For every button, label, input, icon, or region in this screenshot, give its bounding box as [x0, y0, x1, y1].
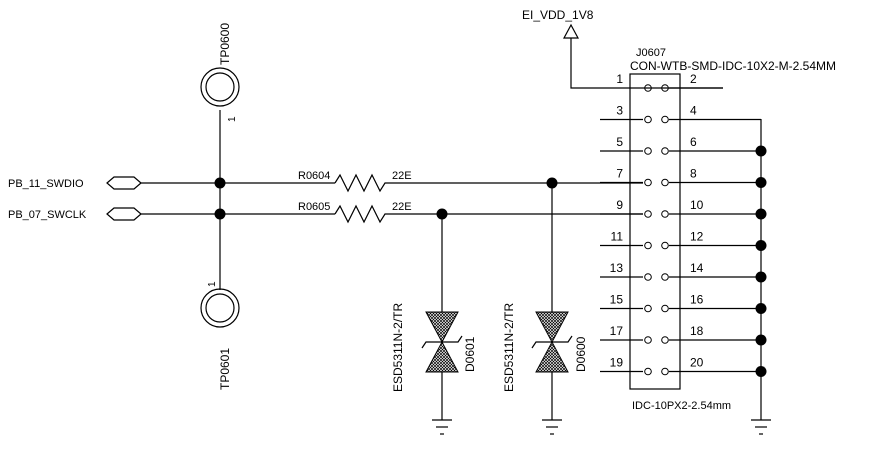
- pin-number-right: 6: [690, 135, 697, 149]
- pin-contact-left: [644, 336, 652, 344]
- pin-contact-right: [661, 304, 669, 313]
- pin-number-left: 17: [610, 324, 624, 338]
- resistor-r0605: R0605 22E: [298, 201, 412, 224]
- resistor-r0604: R0604 22E: [298, 170, 412, 193]
- connector-ref: J0607: [636, 47, 666, 59]
- resistor-value: 22E: [392, 170, 412, 182]
- power-net-label: EI_VDD_1V8: [522, 8, 594, 22]
- pin-number-left: 3: [616, 104, 623, 118]
- pin-number-right: 12: [690, 230, 704, 244]
- pin-contact-right: [661, 367, 669, 376]
- pin-contact-right: [661, 273, 669, 281]
- bus-junction: [755, 177, 767, 188]
- net-port-swdio: PB_11_SWDIO: [8, 176, 142, 190]
- diode-value: ESD5311N-2/TR: [391, 303, 405, 392]
- pin-number-left: 5: [616, 135, 623, 149]
- pin-number-left: 19: [610, 356, 624, 370]
- pin-contact-right: [661, 147, 669, 155]
- signal-wires: [141, 110, 643, 420]
- resistor-value: 22E: [392, 201, 412, 213]
- connector-j0607: J0607 CON-WTB-SMD-IDC-10X2-M-2.54MM IDC-…: [600, 47, 836, 412]
- esd-diode-d0601: ESD5311N-2/TR D0601: [391, 303, 477, 435]
- pin-contact-right: [661, 241, 669, 250]
- esd-diode-d0600: ESD5311N-2/TR D0600: [502, 303, 588, 435]
- signal-junctions: [214, 177, 558, 220]
- test-point-tp0600: TP0600 1: [200, 23, 240, 122]
- pin-number-right: 4: [690, 104, 697, 118]
- net-label-swclk: PB_07_SWCLK: [8, 209, 87, 221]
- pin-contact-left: [644, 273, 652, 281]
- pin-number-right: 8: [690, 167, 697, 181]
- connector-pin-row: 9 10: [600, 198, 761, 218]
- net-port-swclk: PB_07_SWCLK: [8, 207, 142, 221]
- test-point-pin: 1: [207, 281, 218, 287]
- pin-contact-left: [644, 367, 652, 376]
- diode-ref: D0601: [463, 336, 477, 372]
- connector-body: [629, 73, 681, 390]
- pin-number-left: 1: [616, 72, 623, 86]
- ground-symbol: [542, 419, 562, 435]
- pin-contact-left: [644, 178, 652, 187]
- pin-number-right: 2: [690, 72, 697, 86]
- test-point-ref: TP0600: [218, 23, 232, 65]
- bus-junction: [755, 334, 767, 346]
- diode-value: ESD5311N-2/TR: [502, 303, 516, 392]
- diode-ref: D0600: [574, 336, 588, 372]
- pin-contact-right: [661, 336, 669, 344]
- connector-footprint: IDC-10PX2-2.54mm: [632, 400, 731, 412]
- pin-number-right: 18: [690, 324, 704, 338]
- resistor-ref: R0604: [298, 170, 330, 182]
- pin-contact-left: [644, 241, 652, 250]
- pin-number-right: 16: [690, 293, 704, 307]
- net-label-swdio: PB_11_SWDIO: [8, 178, 84, 190]
- pin-contact-right: [661, 210, 669, 218]
- test-point-tp0601: TP0601 1: [200, 281, 240, 390]
- connector-value: CON-WTB-SMD-IDC-10X2-M-2.54MM: [630, 59, 836, 73]
- pin-number-right: 20: [690, 356, 704, 370]
- ground-symbol: [432, 419, 452, 435]
- pin-contact-right: [661, 115, 669, 124]
- pin-contact-right: [661, 178, 669, 187]
- pin-number-right: 14: [690, 261, 704, 275]
- bus-junction: [755, 303, 767, 314]
- bus-junction: [755, 240, 767, 251]
- connector-pin-row: 11 12: [600, 230, 761, 250]
- connector-right-bus: [643, 87, 771, 435]
- pin-number-left: 15: [610, 293, 624, 307]
- pin-number-left: 11: [611, 230, 624, 244]
- bus-junction: [755, 208, 767, 220]
- ground-symbol-right: [751, 419, 771, 435]
- pin-contact-left: [644, 304, 652, 313]
- pin-number-left: 7: [616, 167, 623, 181]
- pin-number-left: 9: [616, 198, 623, 212]
- power-symbol-ei-vdd-1v8: EI_VDD_1V8: [522, 8, 643, 89]
- pin-number-right: 10: [690, 198, 704, 212]
- bus-junction: [755, 271, 767, 283]
- bus-junction: [755, 366, 767, 377]
- pin-contact-left: [644, 115, 652, 124]
- pin-number-left: 13: [610, 261, 624, 275]
- connector-pin-row: 13 14: [600, 261, 761, 281]
- pin-contact-left: [644, 147, 652, 155]
- pin-contact-left: [644, 210, 652, 218]
- test-point-ref: TP0601: [218, 348, 232, 390]
- bus-junctions: [755, 145, 767, 377]
- resistor-ref: R0605: [298, 201, 330, 213]
- bus-junction: [755, 145, 767, 157]
- test-point-pin: 1: [227, 116, 238, 122]
